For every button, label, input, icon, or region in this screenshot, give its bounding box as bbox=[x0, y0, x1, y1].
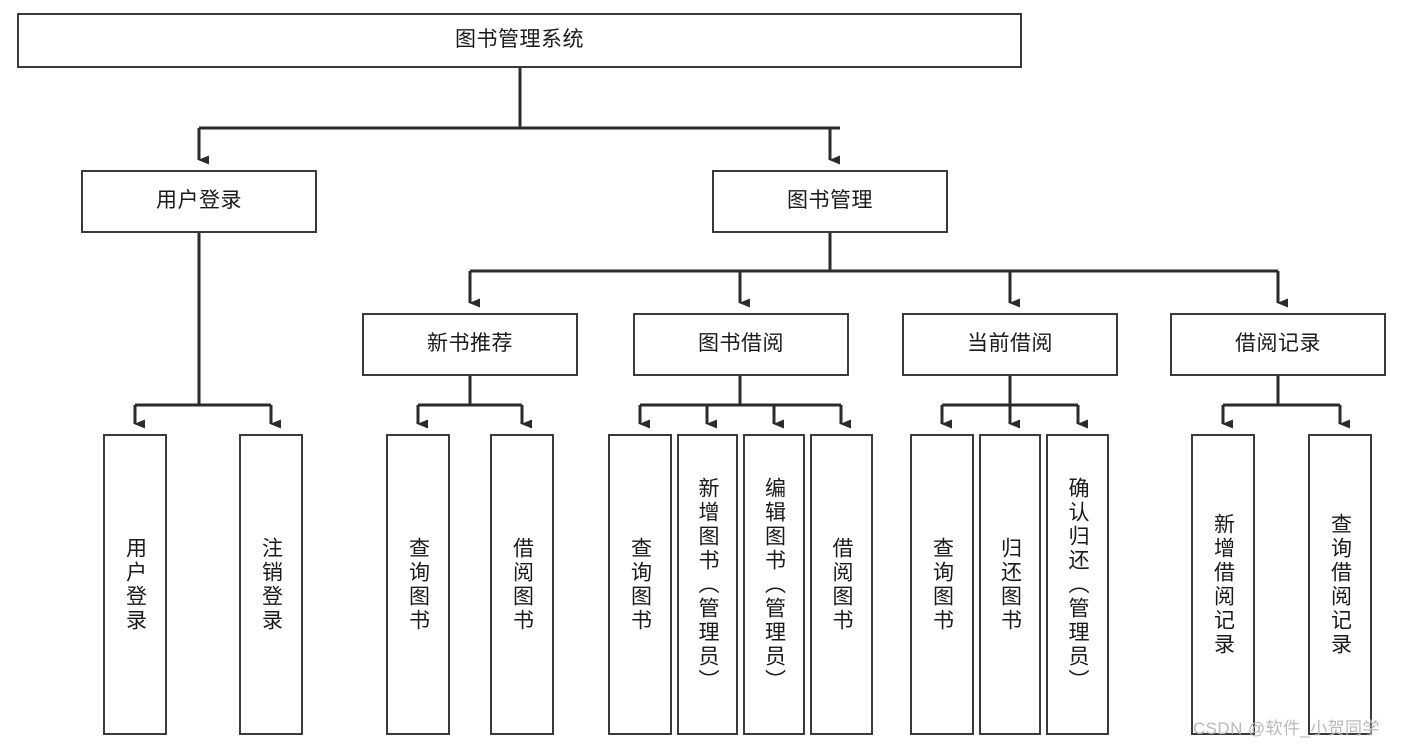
leaf-add-borrow-record-label: 新增借阅记录 bbox=[1211, 512, 1235, 657]
watermark-text: CSDN @软件_小贺同学 bbox=[1193, 719, 1380, 738]
node-book-borrow-label: 图书借阅 bbox=[698, 332, 784, 356]
node-borrow-record-label: 借阅记录 bbox=[1235, 332, 1321, 356]
leaf-logout[interactable]: 注销登录 bbox=[239, 434, 303, 735]
leaf-return-book[interactable]: 归还图书 bbox=[979, 434, 1041, 735]
node-book-borrow[interactable]: 图书借阅 bbox=[633, 313, 849, 376]
node-user-login[interactable]: 用户登录 bbox=[81, 170, 317, 233]
node-new-book-recommend-label: 新书推荐 bbox=[427, 332, 513, 356]
node-new-book-recommend[interactable]: 新书推荐 bbox=[362, 313, 578, 376]
leaf-user-login-label: 用户登录 bbox=[123, 536, 147, 633]
node-root-system[interactable]: 图书管理系统 bbox=[17, 13, 1022, 68]
leaf-borrow-book-borrow-label: 借阅图书 bbox=[830, 536, 853, 633]
node-book-management-label: 图书管理 bbox=[787, 189, 873, 213]
leaf-query-borrow-record-label: 查询借阅记录 bbox=[1328, 512, 1352, 657]
leaf-add-book-admin[interactable]: 新增图书（管理员） bbox=[677, 434, 738, 735]
leaf-logout-label: 注销登录 bbox=[259, 536, 283, 633]
leaf-query-book-newbook-label: 查询图书 bbox=[406, 536, 430, 633]
leaf-query-book-current-label: 查询图书 bbox=[930, 536, 954, 633]
node-book-management[interactable]: 图书管理 bbox=[712, 170, 948, 233]
leaf-add-book-admin-label: 新增图书（管理员） bbox=[696, 476, 719, 693]
leaf-query-book-borrow[interactable]: 查询图书 bbox=[608, 434, 672, 735]
node-root-system-label: 图书管理系统 bbox=[455, 28, 584, 52]
node-user-login-label: 用户登录 bbox=[156, 189, 242, 213]
node-borrow-record[interactable]: 借阅记录 bbox=[1170, 313, 1386, 376]
leaf-query-book-borrow-label: 查询图书 bbox=[628, 536, 652, 633]
node-current-borrow-label: 当前借阅 bbox=[967, 332, 1053, 356]
leaf-query-borrow-record[interactable]: 查询借阅记录 bbox=[1308, 434, 1372, 735]
leaf-query-book-current[interactable]: 查询图书 bbox=[910, 434, 974, 735]
leaf-borrow-book-newbook[interactable]: 借阅图书 bbox=[490, 434, 554, 735]
leaf-confirm-return-admin-label: 确认归还（管理员） bbox=[1066, 476, 1089, 693]
leaf-confirm-return-admin[interactable]: 确认归还（管理员） bbox=[1046, 434, 1109, 735]
leaf-borrow-book-newbook-label: 借阅图书 bbox=[510, 536, 534, 633]
node-current-borrow[interactable]: 当前借阅 bbox=[902, 313, 1118, 376]
leaf-user-login[interactable]: 用户登录 bbox=[103, 434, 167, 735]
leaf-edit-book-admin[interactable]: 编辑图书（管理员） bbox=[743, 434, 805, 735]
leaf-add-borrow-record[interactable]: 新增借阅记录 bbox=[1191, 434, 1255, 735]
leaf-return-book-label: 归还图书 bbox=[998, 536, 1022, 633]
leaf-query-book-newbook[interactable]: 查询图书 bbox=[386, 434, 450, 735]
leaf-borrow-book-borrow[interactable]: 借阅图书 bbox=[810, 434, 873, 735]
leaf-edit-book-admin-label: 编辑图书（管理员） bbox=[762, 476, 786, 693]
